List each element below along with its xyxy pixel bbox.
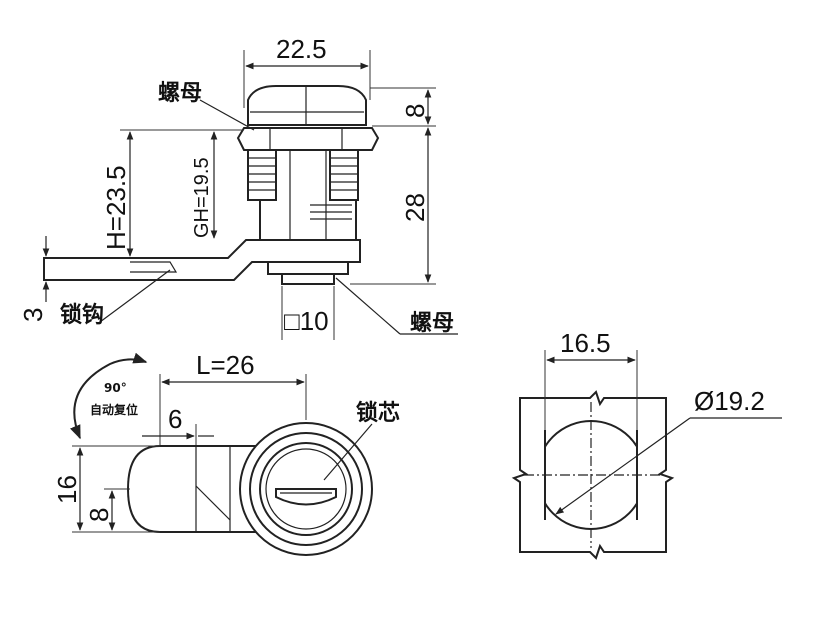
dim-h-label: H=23.5 bbox=[101, 165, 131, 250]
rotation-angle-label: 90° bbox=[104, 381, 127, 395]
dim-cutout-width-label: 16.5 bbox=[560, 328, 611, 358]
label-core: 锁芯 bbox=[356, 400, 400, 426]
bottom-view: 90° 自动复位 L=26 6 16 8 bbox=[52, 350, 400, 556]
side-view: 22.5 bbox=[18, 34, 458, 340]
dim-body-height-label: 28 bbox=[400, 193, 430, 222]
dim-square-label: □10 bbox=[284, 306, 329, 336]
cutout-view: 16.5 Ø19.2 bbox=[511, 328, 782, 560]
thread-lines bbox=[248, 157, 358, 191]
dim-cutout-diameter-label: Ø19.2 bbox=[694, 386, 765, 416]
rotation-arrow bbox=[69, 352, 148, 440]
bottom-nut bbox=[267, 261, 349, 275]
dim-thickness-label: 3 bbox=[18, 308, 48, 322]
lock-cap bbox=[247, 85, 367, 126]
dim-16-label: 16 bbox=[52, 475, 82, 504]
dim-cap-height-label: 8 bbox=[400, 104, 430, 118]
dim-8-label: 8 bbox=[84, 508, 114, 522]
panel-outline bbox=[511, 390, 675, 560]
label-nut-top: 螺母 bbox=[158, 81, 202, 106]
dim-6-label: 6 bbox=[168, 404, 182, 434]
dim-gh-label: GH=19.5 bbox=[191, 157, 213, 238]
label-hook: 锁钩 bbox=[60, 302, 104, 328]
rotation-note-label: 自动复位 bbox=[90, 402, 138, 417]
dim-width-label: 22.5 bbox=[276, 34, 327, 64]
cam-hook bbox=[43, 239, 361, 281]
hex-nut bbox=[236, 127, 380, 151]
dim-length-label: L=26 bbox=[196, 350, 255, 380]
label-nut-bottom: 螺母 bbox=[410, 311, 454, 336]
